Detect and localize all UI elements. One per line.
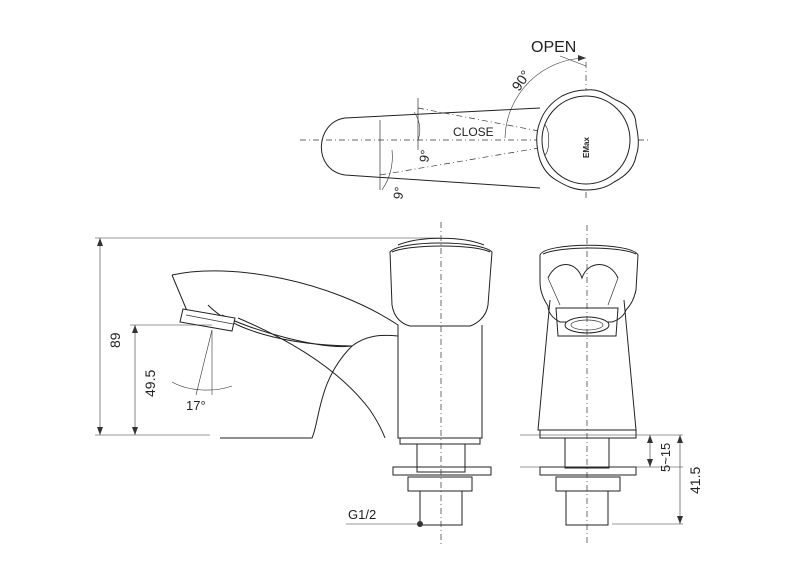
dim-49-arrow-bottom xyxy=(132,427,138,435)
side-washer xyxy=(392,466,492,476)
front-handle-lobes xyxy=(547,264,619,280)
dim-89-label: 89 xyxy=(107,332,123,348)
angle-17-slant xyxy=(195,329,213,396)
angle-9-lower-label: 9° xyxy=(390,186,407,201)
brand-logo: EMax xyxy=(582,137,591,158)
front-handle xyxy=(539,244,639,323)
angle-9-upper-label: 9° xyxy=(416,149,433,164)
side-base-plate xyxy=(399,437,481,445)
arc-90-arrow xyxy=(578,55,586,61)
side-nut xyxy=(407,476,473,492)
dim-415-arrow-bottom xyxy=(677,516,683,524)
top-lever-body xyxy=(320,107,541,189)
dim-515-arrow-top xyxy=(647,435,653,443)
top-knob-notch xyxy=(544,124,550,156)
open-label: OPEN xyxy=(531,39,576,56)
dim-415-label: 41.5 xyxy=(687,467,703,494)
side-handle-top xyxy=(391,245,491,253)
dim-415-arrow-top xyxy=(677,435,683,443)
dim-89-arrow-top xyxy=(97,238,103,246)
dim-89-arrow-bottom xyxy=(97,427,103,435)
front-handle-lobe-sides xyxy=(547,277,619,306)
front-handle-top xyxy=(542,247,637,255)
dim-49-label: 49.5 xyxy=(142,370,158,397)
arc-9-upper xyxy=(413,111,421,141)
side-body xyxy=(397,325,483,439)
open-leader xyxy=(559,55,587,67)
arc-9-lower xyxy=(381,149,393,191)
thread-leader-dot xyxy=(417,521,423,527)
side-spout-lower-curve xyxy=(237,317,386,439)
close-label: CLOSE xyxy=(453,125,494,139)
front-nut xyxy=(555,476,621,492)
top-knob xyxy=(536,89,639,191)
side-aerator-line xyxy=(185,314,234,325)
side-aerator xyxy=(179,308,236,332)
dim-515-label: 5~15 xyxy=(658,443,673,472)
thread-label: G1/2 xyxy=(348,507,376,522)
front-spout-opening xyxy=(555,307,619,337)
front-body-base xyxy=(539,429,637,439)
angle-17-arc xyxy=(171,381,233,391)
side-spout xyxy=(171,270,399,439)
side-view: 89 49.5 17° G1/2 xyxy=(95,222,493,545)
dim-49-arrow-top xyxy=(132,325,138,333)
angle-90-label: 90° xyxy=(508,67,533,94)
front-view: 5~15 41.5 xyxy=(520,225,703,545)
side-handle xyxy=(389,242,493,327)
angle-17-label: 17° xyxy=(186,398,206,413)
top-view: EMax 90° OPEN CLOSE 9° 9° xyxy=(300,39,650,201)
close-line-upper xyxy=(417,107,587,141)
side-spout-underside xyxy=(171,274,353,348)
top-knob-inner xyxy=(541,95,631,185)
dim-515-arrow-bottom xyxy=(647,459,653,467)
